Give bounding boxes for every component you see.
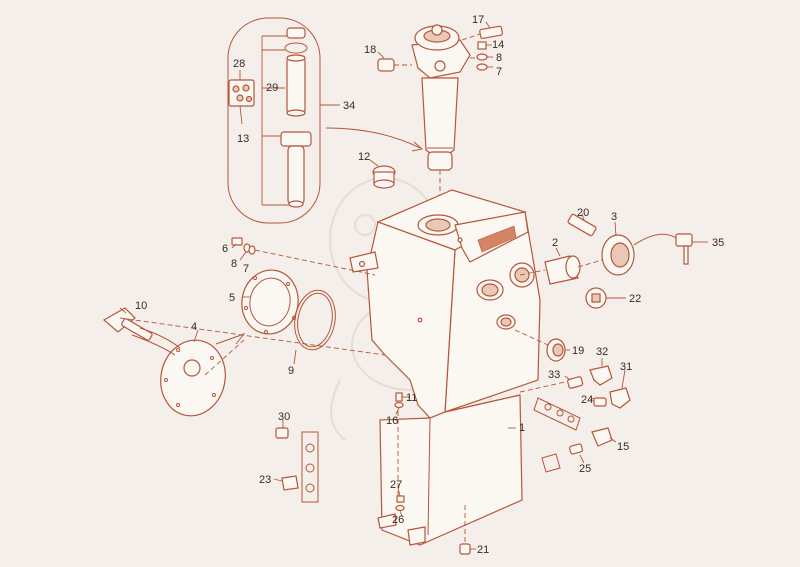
callout-7-top: 7 (496, 66, 502, 78)
callout-18: 18 (364, 44, 376, 56)
callout-27: 27 (390, 479, 402, 491)
callout-11: 11 (406, 392, 417, 404)
callout-labels: 1 2 3 4 5 6 7 7 8 8 9 10 11 12 13 14 15 … (135, 14, 724, 556)
callout-4: 4 (191, 321, 197, 333)
callout-26: 26 (392, 514, 404, 526)
cap-part (369, 159, 396, 189)
callout-32: 32 (596, 346, 608, 358)
callout-17: 17 (472, 14, 484, 26)
callout-31: 31 (620, 361, 632, 373)
callout-15: 15 (617, 441, 629, 453)
callout-22: 22 (629, 293, 641, 305)
callout-25: 25 (579, 463, 591, 475)
callout-20: 20 (577, 207, 589, 219)
callout-12: 12 (358, 151, 370, 163)
callout-3: 3 (611, 211, 617, 223)
callout-6: 6 (222, 243, 228, 255)
small-hardware (394, 392, 476, 555)
callout-34: 34 (343, 100, 355, 112)
callout-14: 14 (492, 39, 504, 51)
callout-29: 29 (266, 82, 278, 94)
callout-8-left: 8 (231, 258, 237, 270)
callout-7-left: 7 (243, 263, 249, 275)
right-side-components (514, 213, 708, 473)
left-sender-assembly (102, 237, 386, 417)
left-bottom-fittings (273, 420, 319, 503)
callout-2: 2 (552, 237, 558, 249)
callout-13: 13 (237, 133, 249, 145)
callout-5: 5 (229, 292, 235, 304)
top-filter-assembly (377, 21, 503, 225)
main-tank-body (349, 189, 541, 546)
callout-8-top: 8 (496, 52, 502, 64)
callout-28: 28 (233, 58, 245, 70)
callout-24: 24 (581, 394, 593, 406)
callout-16: 16 (386, 415, 398, 427)
callout-33: 33 (548, 369, 560, 381)
callout-19: 19 (572, 345, 584, 357)
callout-35: 35 (712, 237, 724, 249)
callout-30: 30 (278, 411, 290, 423)
callout-21: 21 (477, 544, 489, 556)
callout-1: 1 (519, 422, 525, 434)
callout-9: 9 (288, 365, 294, 377)
filter-kit-group (227, 17, 424, 224)
callout-10: 10 (135, 300, 147, 312)
callout-23: 23 (259, 474, 271, 486)
